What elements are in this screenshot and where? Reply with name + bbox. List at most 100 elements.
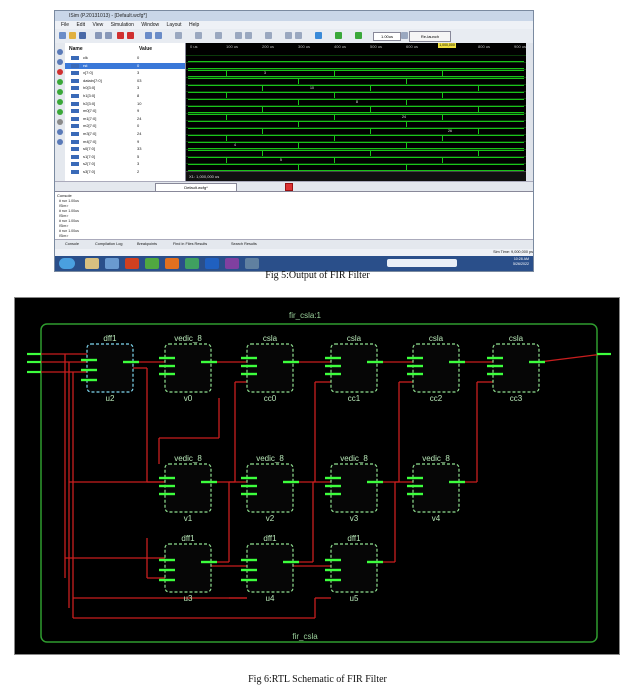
taskbar-search-box[interactable]: [387, 259, 457, 267]
redo-icon[interactable]: [295, 32, 302, 39]
signal-row[interactable]: m0[7:0]9: [65, 108, 185, 114]
save-icon[interactable]: [79, 32, 86, 39]
relaunch-button[interactable]: Re-launch: [409, 31, 451, 42]
block-body[interactable]: [492, 343, 540, 393]
time-cursor-label[interactable]: 1,000,000 us: [438, 43, 456, 52]
block-v2[interactable]: vedic_8v2: [241, 454, 299, 523]
block-body[interactable]: [246, 343, 294, 393]
cursor-icon[interactable]: [195, 32, 202, 39]
signal-row[interactable]: s0[7:0]33: [65, 146, 185, 152]
copy-icon[interactable]: [95, 32, 102, 39]
signal-row[interactable]: s3[7:0]2: [65, 169, 185, 175]
go-icon[interactable]: [57, 109, 63, 115]
zoom-in-icon[interactable]: [145, 32, 152, 39]
search-icon[interactable]: [57, 59, 63, 65]
block-v1[interactable]: vedic_8v1: [159, 454, 217, 523]
menu-edit[interactable]: Edit: [76, 22, 86, 28]
signal-row[interactable]: s1[7:0]5: [65, 154, 185, 160]
move-down-icon[interactable]: [57, 139, 63, 145]
app-icon[interactable]: [225, 258, 239, 269]
menu-window[interactable]: Window: [141, 22, 160, 28]
xilinx-icon[interactable]: [185, 258, 199, 269]
collapse-icon[interactable]: [57, 99, 63, 105]
menu-help[interactable]: Help: [188, 22, 200, 28]
delete-icon[interactable]: [117, 32, 124, 39]
zoom-icon[interactable]: [57, 49, 63, 55]
signal-row[interactable]: s2[7:0]3: [65, 161, 185, 167]
open-folder-icon[interactable]: [69, 32, 76, 39]
run-all-icon[interactable]: [335, 32, 342, 39]
marker-icon[interactable]: [215, 32, 222, 39]
step-icon[interactable]: [401, 32, 408, 39]
word-icon[interactable]: [205, 258, 219, 269]
zoom-out-icon[interactable]: [155, 32, 162, 39]
signal-row[interactable]: m2[7:0]0: [65, 123, 185, 129]
vertical-scrollbar[interactable]: [526, 43, 533, 181]
sim-time-input[interactable]: 1.00us: [373, 32, 401, 41]
isim-icon[interactable]: [245, 258, 259, 269]
block-body[interactable]: [164, 463, 212, 513]
menu-simulation[interactable]: Simulation: [110, 22, 134, 28]
close-icon[interactable]: [285, 183, 293, 191]
swap-icon[interactable]: [265, 32, 272, 39]
menu-view[interactable]: View: [92, 22, 104, 28]
block-body[interactable]: [164, 343, 212, 393]
menu-file[interactable]: File: [61, 22, 70, 28]
undo-icon[interactable]: [285, 32, 292, 39]
signal-row[interactable]: datain[7:0]03: [65, 78, 185, 84]
signal-row[interactable]: m4[7:0]9: [65, 139, 185, 145]
signal-row[interactable]: h0[3:0]3: [65, 85, 185, 91]
expand-icon[interactable]: [57, 89, 63, 95]
block-body[interactable]: [330, 543, 378, 593]
tab-console[interactable]: Console: [65, 242, 79, 246]
add-icon[interactable]: [57, 79, 63, 85]
block-v4[interactable]: vedic_8v4: [407, 454, 465, 523]
block-v0[interactable]: vedic_8v0: [159, 334, 217, 403]
block-body[interactable]: [412, 463, 460, 513]
block-body[interactable]: [246, 543, 294, 593]
block-body[interactable]: [246, 463, 294, 513]
run-for-icon[interactable]: [355, 32, 362, 39]
block-body[interactable]: [412, 343, 460, 393]
block-body[interactable]: [330, 463, 378, 513]
chrome-icon[interactable]: [145, 258, 159, 269]
block-body[interactable]: [86, 343, 134, 393]
next-edge-icon[interactable]: [245, 32, 252, 39]
signal-row[interactable]: x[7:0]3: [65, 70, 185, 76]
divider-icon[interactable]: [57, 119, 63, 125]
stop-icon[interactable]: [127, 32, 134, 39]
block-body[interactable]: [164, 543, 212, 593]
tab-search-results[interactable]: Search Results: [231, 242, 257, 246]
explorer-icon[interactable]: [85, 258, 99, 269]
signal-row[interactable]: h2[3:0]10: [65, 101, 185, 107]
start-button-icon[interactable]: [59, 258, 75, 269]
tab-breakpoints[interactable]: Breakpoints: [137, 242, 158, 246]
tab-compilation-log[interactable]: Compilation Log: [95, 242, 123, 246]
new-file-icon[interactable]: [59, 32, 66, 39]
pdf-icon[interactable]: [125, 258, 139, 269]
block-v3[interactable]: vedic_8v3: [325, 454, 383, 523]
previous-edge-icon[interactable]: [235, 32, 242, 39]
vlc-icon[interactable]: [165, 258, 179, 269]
block-body[interactable]: [330, 343, 378, 393]
media-player-icon[interactable]: [105, 258, 119, 269]
marker-red-icon[interactable]: [57, 69, 63, 75]
tab-find-in-files[interactable]: Find in Files Results: [173, 242, 208, 246]
paste-icon[interactable]: [105, 32, 112, 39]
move-up-icon[interactable]: [57, 129, 63, 135]
restart-icon[interactable]: [315, 32, 322, 39]
menu-layout[interactable]: Layout: [166, 22, 182, 28]
signal-row[interactable]: h1[3:0]8: [65, 93, 185, 99]
zoom-fit-icon[interactable]: [175, 32, 182, 39]
